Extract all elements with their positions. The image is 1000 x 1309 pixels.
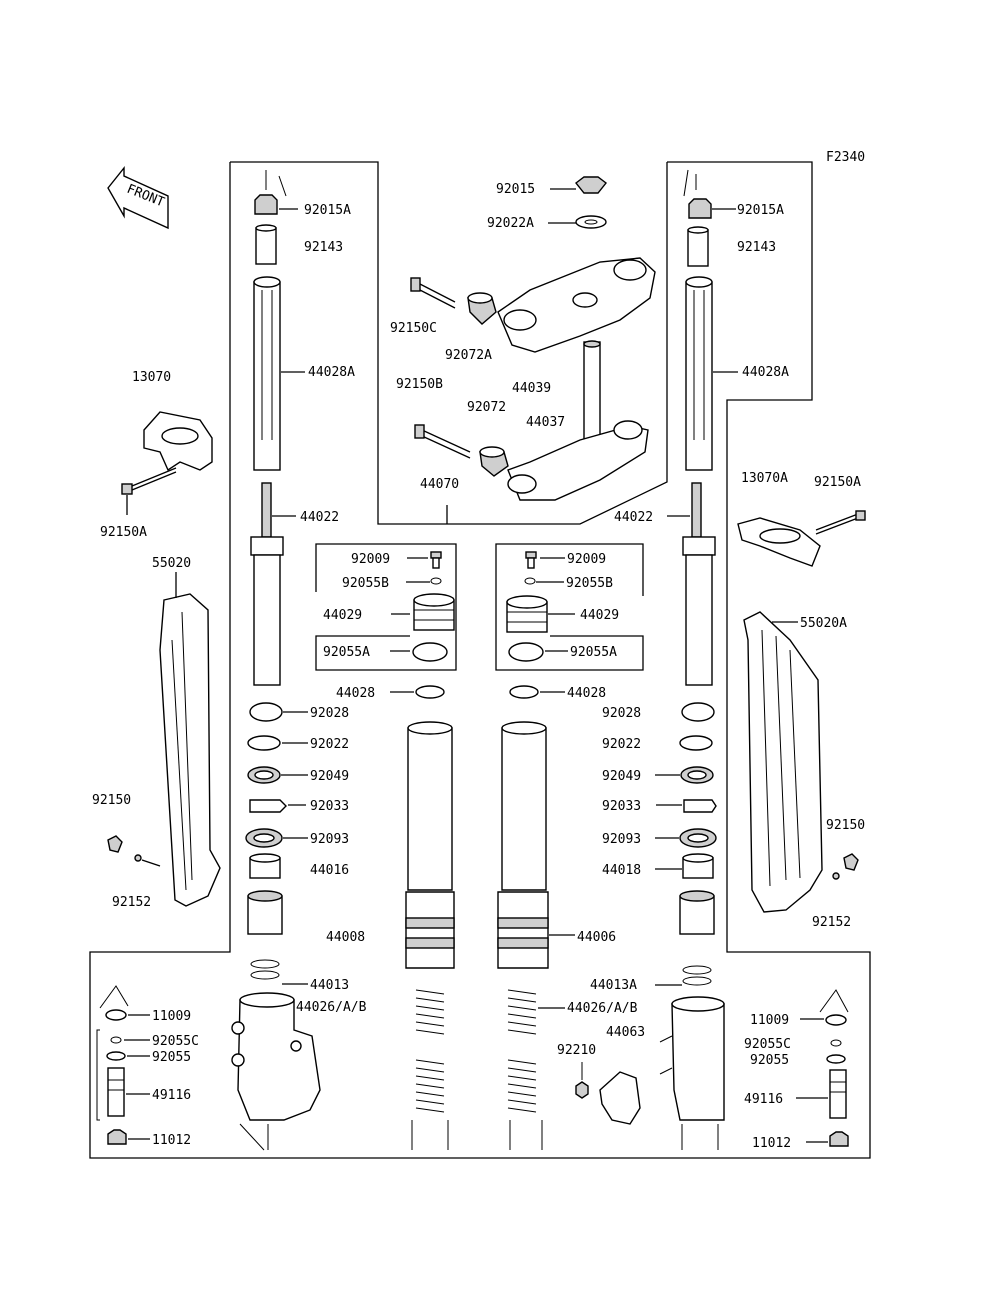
right-fork-clamp (737, 510, 866, 567)
label-55020: 55020 (152, 556, 191, 571)
right-lower-leg (659, 996, 725, 1150)
label-92009-left: 92009 (351, 552, 390, 567)
label-92150A-left: 92150A (100, 525, 147, 540)
label-44028A-left: 44028A (308, 365, 355, 380)
label-92015A-left: 92015A (304, 203, 351, 218)
label-49116-right: 49116 (744, 1092, 783, 1107)
label-92150C: 92150C (390, 321, 437, 336)
label-44026-left: 44026/A/B (296, 1000, 367, 1015)
part-labels: 92015A 92143 44028A 13070 92150A 44022 5… (92, 182, 865, 1151)
label-92072: 92072 (467, 400, 506, 415)
label-92055-left: 92055 (152, 1050, 191, 1065)
right-fork-upper (667, 169, 738, 686)
label-44008-left: 44008 (326, 930, 365, 945)
label-11009-right: 11009 (750, 1013, 789, 1028)
right-valve-box (495, 543, 644, 671)
label-92150-left: 92150 (92, 793, 131, 808)
left-lower-leg (231, 992, 321, 1151)
label-55020A: 55020A (800, 616, 847, 631)
left-fork-clamp (121, 411, 213, 515)
label-92028-right: 92028 (602, 706, 641, 721)
label-44029-right: 44029 (580, 608, 619, 623)
right-fork-guard (743, 611, 859, 913)
figure-code: F2340 (826, 150, 865, 165)
label-92055-right: 92055 (750, 1053, 789, 1068)
brake-hose-bracket (575, 1062, 641, 1125)
label-92055C-left: 92055C (152, 1034, 199, 1049)
label-49116-left: 49116 (152, 1088, 191, 1103)
label-92022-right: 92022 (602, 737, 641, 752)
label-44022-left: 44022 (300, 510, 339, 525)
label-92015A-right: 92015A (737, 203, 784, 218)
left-seal-stack (245, 685, 445, 985)
label-44070: 44070 (420, 477, 459, 492)
label-44037: 44037 (526, 415, 565, 430)
label-92049-left: 92049 (310, 769, 349, 784)
label-92015: 92015 (496, 182, 535, 197)
label-44022-right: 44022 (614, 510, 653, 525)
left-outer-tube (405, 721, 455, 1150)
label-92143-left: 92143 (304, 240, 343, 255)
label-92022-left: 92022 (310, 737, 349, 752)
label-13070: 13070 (132, 370, 171, 385)
right-outer-tube (497, 721, 575, 1150)
label-92150-right: 92150 (826, 818, 865, 833)
label-13070A: 13070A (741, 471, 788, 486)
right-small-parts (796, 989, 849, 1147)
label-92093-right: 92093 (602, 832, 641, 847)
label-92055B-right: 92055B (566, 576, 613, 591)
left-valve-box (315, 543, 457, 671)
steering-stem-group (410, 176, 656, 524)
label-92143-right: 92143 (737, 240, 776, 255)
left-fork-guard (107, 572, 221, 907)
label-92152-left: 92152 (112, 895, 151, 910)
label-11012-right: 11012 (752, 1136, 791, 1151)
label-44013A-right: 44013A (590, 978, 637, 993)
front-arrow-icon: FRONT (107, 166, 169, 230)
label-92033-left: 92033 (310, 799, 349, 814)
label-44026-right: 44026/A/B (567, 1001, 638, 1016)
label-92093-left: 92093 (310, 832, 349, 847)
label-44029-left: 44029 (323, 608, 362, 623)
label-92152-right: 92152 (812, 915, 851, 930)
label-92049-right: 92049 (602, 769, 641, 784)
label-11009-left: 11009 (152, 1009, 191, 1024)
left-spring-icon (415, 989, 445, 1113)
label-44028-left: 44028 (336, 686, 375, 701)
label-44028A-right: 44028A (742, 365, 789, 380)
label-44006-right: 44006 (577, 930, 616, 945)
label-11012-left: 11012 (152, 1133, 191, 1148)
label-44039: 44039 (512, 381, 551, 396)
left-fork-upper (250, 170, 305, 686)
label-44063: 44063 (606, 1025, 645, 1040)
right-seal-stack (509, 685, 717, 986)
label-92055B-left: 92055B (342, 576, 389, 591)
left-small-parts (96, 985, 150, 1145)
label-92055C-right: 92055C (744, 1037, 791, 1052)
label-92210: 92210 (557, 1043, 596, 1058)
label-92055A-right: 92055A (570, 645, 617, 660)
label-44016-left: 44016 (310, 863, 349, 878)
group-boundaries (89, 161, 871, 1159)
label-92009-right: 92009 (567, 552, 606, 567)
label-92055A-left: 92055A (323, 645, 370, 660)
label-92150B: 92150B (396, 377, 443, 392)
label-92022A: 92022A (487, 216, 534, 231)
right-spring-icon (507, 989, 537, 1113)
label-44028-right: 44028 (567, 686, 606, 701)
label-92033-right: 92033 (602, 799, 641, 814)
label-92072A: 92072A (445, 348, 492, 363)
label-92028-left: 92028 (310, 706, 349, 721)
label-44018-right: 44018 (602, 863, 641, 878)
label-44013-left: 44013 (310, 978, 349, 993)
label-92150A-right: 92150A (814, 475, 861, 490)
